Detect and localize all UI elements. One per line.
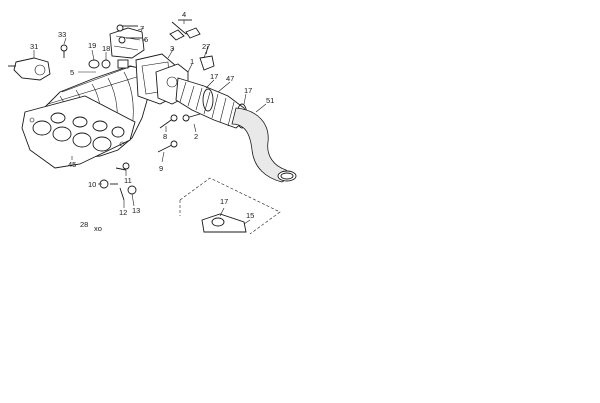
label-19: 19 <box>88 41 96 50</box>
manifold-gasket <box>21 95 136 169</box>
label-3: 3 <box>170 44 174 53</box>
label-47: 47 <box>226 74 234 83</box>
bracket <box>169 19 201 41</box>
label-xo: xo <box>94 224 102 233</box>
label-28: 28 <box>80 220 88 229</box>
label-45: 45 <box>68 160 76 169</box>
stud-6-7 <box>116 24 142 44</box>
bolts-lower <box>157 113 201 153</box>
label-10: 10 <box>88 180 96 189</box>
small-parts-10-13 <box>99 162 137 201</box>
label-11: 11 <box>124 176 132 185</box>
label-8: 8 <box>163 132 167 141</box>
label-9: 9 <box>159 164 163 173</box>
label-27: 27 <box>202 42 210 51</box>
throttle-actuator <box>8 57 51 81</box>
label-1: 1 <box>190 57 194 66</box>
label-51: 51 <box>266 96 274 105</box>
flexible-hose <box>231 107 297 183</box>
small-fittings <box>88 59 129 69</box>
label-5: 5 <box>70 68 74 77</box>
label-15: 15 <box>246 211 254 220</box>
label-4: 4 <box>182 10 186 19</box>
label-17a: 17 <box>210 72 218 81</box>
label-12: 12 <box>119 208 127 217</box>
part-labels: 4 7 6 3 27 33 31 19 18 5 47 17 17 51 1 2… <box>30 10 274 233</box>
label-7: 7 <box>140 24 144 33</box>
label-2: 2 <box>194 132 198 141</box>
connector-27 <box>199 45 215 71</box>
leader-lines <box>33 20 267 225</box>
label-13: 13 <box>132 206 140 215</box>
lower-subassembly <box>179 177 281 235</box>
label-17c: 17 <box>220 197 228 206</box>
label-18: 18 <box>102 44 110 53</box>
label-33: 33 <box>58 30 66 39</box>
manifold-top-pipe <box>109 27 145 59</box>
label-31: 31 <box>30 42 38 51</box>
bolt-33 <box>60 44 68 58</box>
label-6: 6 <box>144 35 148 44</box>
label-17b: 17 <box>244 86 252 95</box>
